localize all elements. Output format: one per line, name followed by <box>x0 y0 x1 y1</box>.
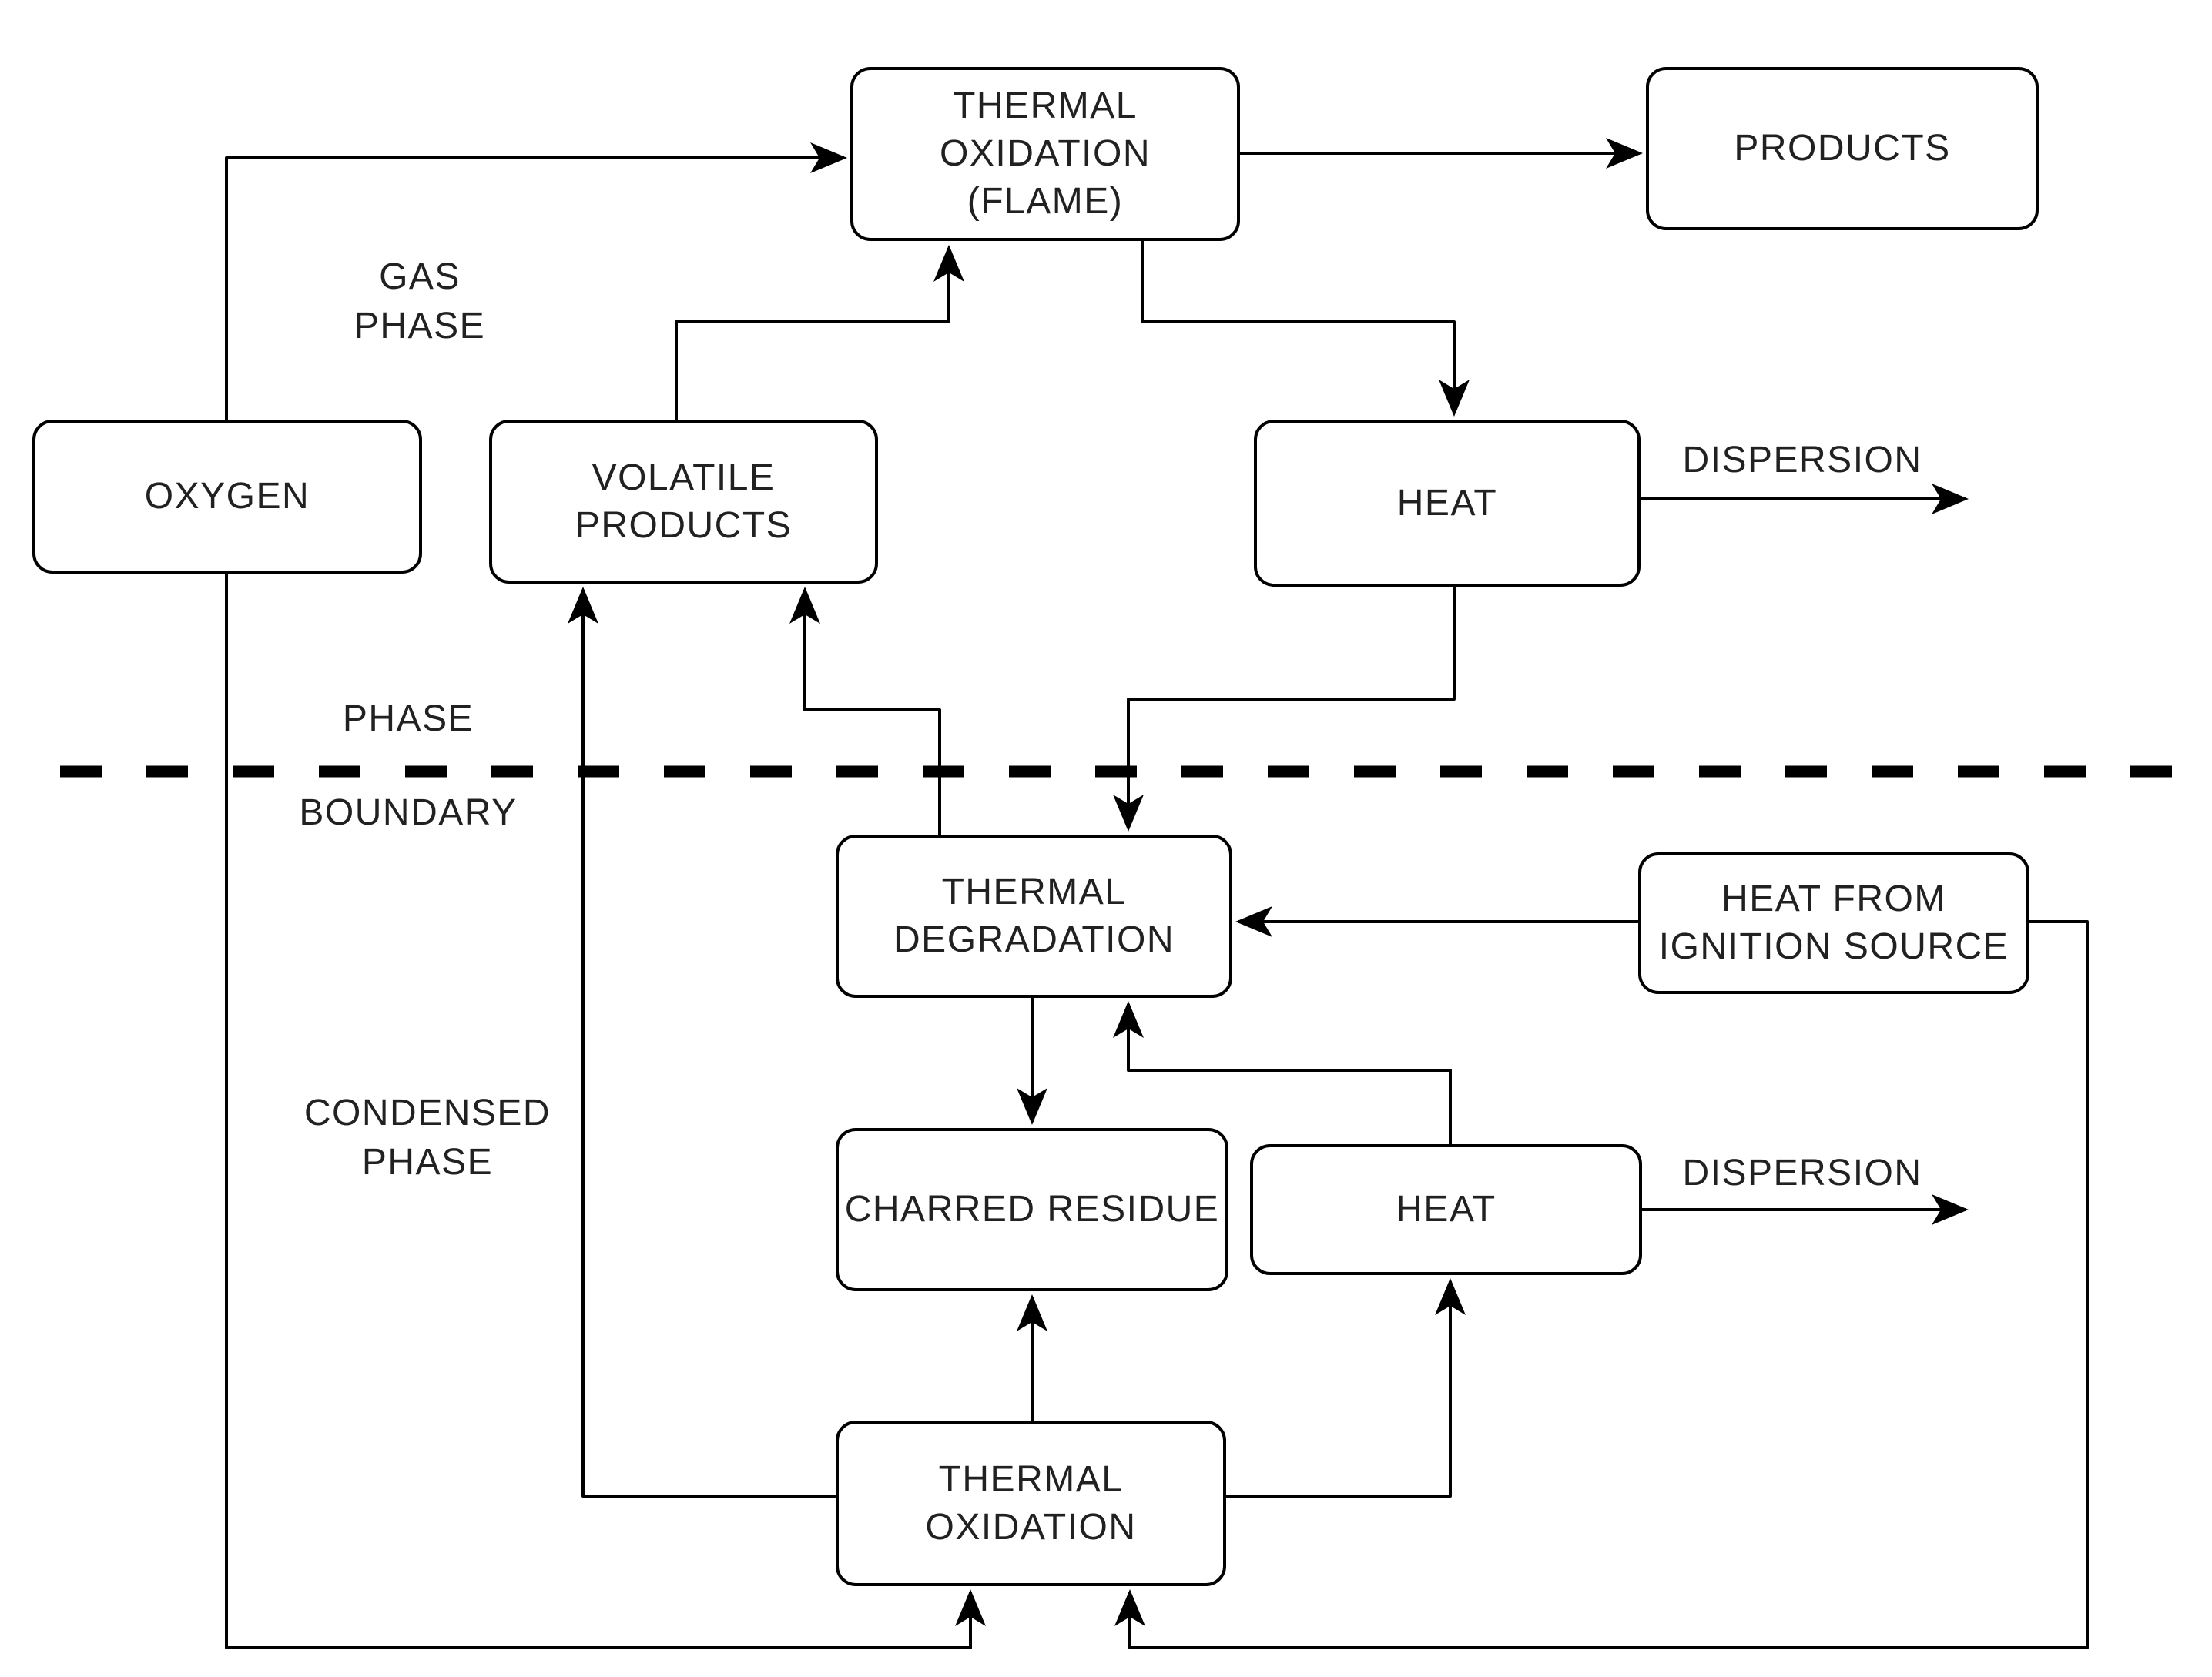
node-label-line: THERMAL <box>941 872 1127 912</box>
label-phase: PHASE <box>342 698 474 739</box>
node-thermal-oxidation-condensed: THERMAL OXIDATION <box>836 1421 1226 1586</box>
connector-oxygen-to-thermal-oxidation <box>225 574 986 1649</box>
node-volatile-products: VOLATILE PRODUCTS <box>489 420 878 584</box>
node-label-line: OXIDATION <box>940 133 1151 174</box>
label-boundary: BOUNDARY <box>299 792 518 833</box>
label-gas-phase: GAS PHASE <box>304 253 535 351</box>
connector-thermal-degradation-to-volatile <box>789 587 941 835</box>
connector-oxygen-to-flame <box>225 142 847 420</box>
connector-heat-condensed-to-thermal-degradation <box>1113 1001 1452 1144</box>
connector-heat-gas-to-thermal-degradation <box>1113 587 1456 832</box>
node-label-line: VOLATILE <box>592 457 776 498</box>
label-condensed-phase: CONDENSED PHASE <box>293 1089 562 1187</box>
node-label-line: OXIDATION <box>925 1506 1137 1548</box>
node-label-line: THERMAL <box>953 85 1138 126</box>
node-thermal-oxidation-flame: THERMAL OXIDATION (FLAME) <box>850 67 1240 241</box>
connector-thermal-oxidation-to-volatile <box>568 587 836 1498</box>
label-line: GAS <box>379 256 461 297</box>
label-dispersion-condensed: DISPERSION <box>1682 1153 1922 1193</box>
label-line: PHASE <box>354 306 486 346</box>
node-label-line: HEAT <box>1396 482 1498 524</box>
connector-volatile-to-flame <box>675 245 964 420</box>
connector-ignition-return-to-thermal-oxidation <box>1114 920 2089 1649</box>
node-charred-residue: CHARRED RESIDUE <box>836 1128 1228 1291</box>
node-label-line: DEGRADATION <box>893 919 1175 960</box>
node-label-line: THERMAL <box>938 1458 1124 1500</box>
node-label-line: HEAT <box>1396 1189 1496 1230</box>
node-products: PRODUCTS <box>1646 67 2039 230</box>
connector-flame-to-heat-gas <box>1141 241 1470 417</box>
node-heat-gas-phase: HEAT <box>1254 420 1641 587</box>
node-label-line: OXYGEN <box>144 476 310 517</box>
node-thermal-degradation: THERMAL DEGRADATION <box>836 835 1232 998</box>
node-label-line: IGNITION SOURCE <box>1658 926 2009 967</box>
node-heat-from-ignition-source: HEAT FROM IGNITION SOURCE <box>1638 852 2029 994</box>
node-label-line: PRODUCTS <box>575 504 793 546</box>
label-line: PHASE <box>361 1142 494 1183</box>
node-label-line: CHARRED RESIDUE <box>844 1189 1220 1230</box>
node-oxygen: OXYGEN <box>32 420 422 574</box>
node-label-line: PRODUCTS <box>1734 128 1951 169</box>
node-label-line: (FLAME) <box>967 181 1124 222</box>
node-label-line: HEAT FROM <box>1721 879 1946 919</box>
label-dispersion-gas: DISPERSION <box>1682 440 1922 480</box>
label-line: CONDENSED <box>303 1093 551 1133</box>
node-heat-condensed-phase: HEAT <box>1250 1144 1642 1275</box>
connector-thermal-oxidation-to-heat-condensed <box>1226 1278 1466 1498</box>
